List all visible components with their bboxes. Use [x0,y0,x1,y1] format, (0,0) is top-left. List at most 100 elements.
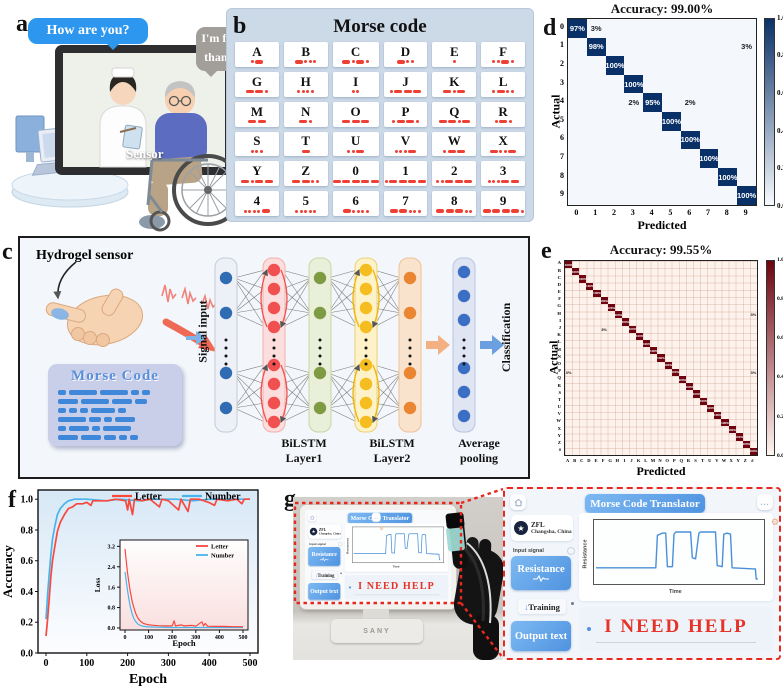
y-tick-label: U [557,404,561,410]
svg-text:0: 0 [44,658,49,669]
training-button-label: Training [528,601,560,612]
output-text-button[interactable]: Output text [511,621,571,651]
network-diagram [45,257,504,433]
user-card: ★ ZFL Changsha, China [308,524,342,539]
matrix-cell: 3% [601,326,607,332]
matrix-cell: 100% [678,375,687,384]
gear-icon[interactable]: ⚙ [770,517,779,527]
avatar: ★ [514,521,528,535]
colorbar-tick: 0.6 [777,335,783,342]
matrix-cell: 100% [735,433,744,441]
panel-a-label: a [16,11,28,37]
heatmap-plot: 100%100%100%100%100%100%100%100%100%100%… [564,260,758,456]
y-tick-label: E [557,289,561,295]
x-tick-label: G [608,458,612,463]
colorbar [764,18,775,206]
svg-text:Number: Number [211,552,234,559]
matrix-cell: 100% [699,149,719,168]
matrix-cell: 100% [664,361,672,369]
svg-text:2.4: 2.4 [108,565,116,571]
output-dot [587,627,591,631]
svg-text:Letter: Letter [135,492,162,503]
svg-text:0.4: 0.4 [21,587,34,598]
y-tick-label: 2 [560,58,564,68]
colorbar-tick: 0.8 [777,295,783,302]
svg-text:Accuracy: Accuracy [0,545,15,598]
mini-screen-ui: Morse Code Translator ... ★ ZFL Changsha… [305,510,451,603]
gear-icon[interactable]: ⚙ [379,525,384,532]
colorbar-tick: 1.0 [777,13,783,22]
morse-cell: H [283,71,328,97]
speech-bubble-left: How are you? [28,18,148,50]
colorbar-tick: 0.0 [777,201,783,210]
morse-cell: E [432,42,477,67]
matrix-cell: 100% [605,56,625,75]
x-tick-label: J [630,458,633,463]
heatmap-title: Accuracy: 99.00% [610,1,714,16]
home-icon[interactable] [307,512,317,522]
matrix-cell: 100% [614,311,623,319]
svg-text:0.0: 0.0 [21,649,34,660]
svg-text:0.8: 0.8 [21,525,34,536]
x-tick-label: F [601,458,605,463]
resistance-button-label: Resistance [517,564,565,575]
matrix-cell: 100% [635,332,644,341]
y-tick-label: 4 [560,96,564,106]
x-tick-label: # [751,458,754,463]
training-button[interactable]: ↓Training [518,599,566,614]
app-title-button[interactable]: Morse Code Translator [585,494,705,513]
y-tick-label: I [559,317,561,323]
more-options-icon[interactable]: ... [371,512,381,522]
x-tick-label: P [672,458,676,463]
more-options-icon[interactable]: ... [757,494,773,510]
chart-y-label: Resistance [582,539,589,569]
morse-cell: 0 [332,161,379,187]
svg-text:100: 100 [144,635,153,641]
colorbar-tick: 0.0 [777,452,783,459]
input-signal-radio[interactable] [338,542,343,547]
panel-b-label: b [233,13,247,39]
y-tick-label: G [557,303,561,309]
svg-text:Number: Number [205,492,241,503]
panel-c-label: c [2,239,13,265]
matrix-cell: 100% [657,354,665,362]
x-tick-label: S [694,458,697,463]
matrix-cell: 97% [568,19,587,38]
resistance-button[interactable]: Resistance [308,547,341,566]
y-tick-label: 5 [560,114,564,124]
matrix-cell: 100% [671,368,680,376]
morse-cell: T [283,131,328,157]
avatar: ★ [309,527,318,536]
morse-cell: I [332,71,379,97]
colorbar-tick: 0.2 [777,413,783,420]
nurse-figure [99,67,147,168]
classification-label: Classification [499,302,514,373]
resistance-button[interactable]: Resistance [511,556,571,590]
matrix-cell: 2% [628,98,640,108]
morse-card-bars [58,390,172,440]
svg-text:500: 500 [239,635,248,641]
morse-cell: G [235,71,279,97]
morse-cell: 9 [481,191,525,216]
training-dot [571,602,574,605]
morse-cell: R [481,101,525,127]
x-tick-label: T [701,458,705,463]
matrix-cell: 100% [742,440,751,448]
y-tick-label: # [558,447,561,453]
matrix-cell: 100% [621,318,630,326]
x-tick-label: Y [736,458,740,463]
morse-cell: D [383,42,428,67]
training-button[interactable]: ↓Training [311,570,338,580]
input-signal-radio[interactable] [567,547,575,555]
svg-text:0.0: 0.0 [108,626,116,632]
chart-x-label: Time [669,589,682,595]
home-icon[interactable] [510,494,526,510]
x-tick-label: 6 [687,208,692,217]
panel-d-label: d [543,15,557,41]
y-tick-label: P [558,368,561,374]
matrix-cell: 100% [642,340,651,348]
output-text-button[interactable]: Output text [308,582,341,600]
svg-text:Epoch: Epoch [172,638,195,648]
panel-a-illustration [11,45,244,232]
